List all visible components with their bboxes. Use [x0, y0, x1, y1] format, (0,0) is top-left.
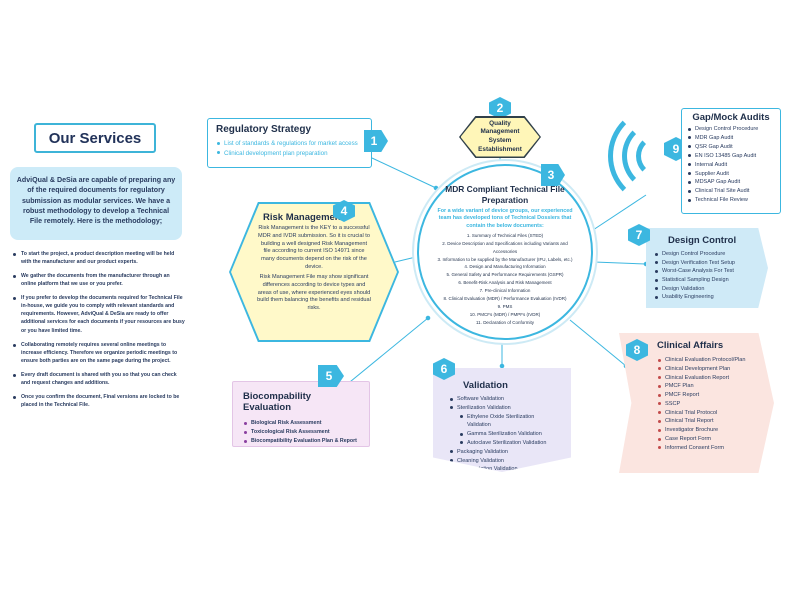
- risk-paragraph: Risk Management is the KEY to a successf…: [258, 225, 370, 271]
- validation-list: Software Validation Sterilization Valida…: [449, 395, 555, 472]
- list-item: 10. PMCFs (MDR) / PMPFs (IVDR): [469, 311, 541, 317]
- list-item: QSR Gap Audit: [687, 143, 775, 152]
- gap-audits-title: Gap/Mock Audits: [692, 112, 770, 123]
- list-item: Internal Audit: [687, 161, 775, 170]
- regulatory-strategy-card: Regulatory Strategy List of standards & …: [207, 118, 372, 168]
- list-item: 8. Clinical Evaluation (MDR) / Performan…: [443, 295, 567, 301]
- list-item: 11. Declaration of Conformity: [476, 319, 534, 325]
- qms-card: Quality Management System Establishment: [460, 117, 540, 157]
- list-item: Usability Engineering: [654, 293, 760, 302]
- list-item: Gamma Sterilization Validation: [459, 430, 555, 439]
- step-number-badge: 8: [626, 339, 648, 361]
- list-item: Toxicological Risk Assessment: [243, 428, 359, 437]
- list-item: Clinical Evaluation Report: [657, 374, 754, 383]
- methodology-step: To start the project, a product descript…: [12, 250, 186, 266]
- list-item: Autoclave Sterilization Validation: [459, 439, 555, 448]
- list-item: 7. Pre-clinical Information: [479, 288, 531, 294]
- step-number-badge: 3: [541, 164, 565, 186]
- validation-title: Validation: [463, 380, 508, 391]
- list-item: MDSAP Gap Audit: [687, 178, 775, 187]
- list-item: 2. Device Description and Specifications…: [442, 240, 568, 254]
- list-item: Design Validation: [654, 285, 760, 294]
- risk-management-title: Risk Management: [263, 212, 344, 223]
- list-item: Clinical Evaluation Protocol/Plan: [657, 356, 754, 365]
- step-number-badge: 1: [364, 130, 388, 152]
- mdr-title: MDR Compliant Technical File Preparation: [445, 184, 565, 205]
- list-item: Software Validation: [449, 395, 555, 404]
- gap-audits-list: Design Control Procedure MDR Gap Audit Q…: [687, 125, 775, 205]
- list-item: Case Report Form: [657, 435, 754, 444]
- risk-management-card: Risk Management Risk Management is the K…: [231, 204, 397, 340]
- mdr-subtitle: For a wide variant of device groups, our…: [437, 208, 573, 229]
- mdr-document-list: 1. Summary of Technical Files (STED) 2. …: [431, 232, 579, 327]
- clinical-affairs-list: Clinical Evaluation Protocol/Plan Clinic…: [657, 356, 754, 453]
- list-item: 6. Benefit-Risk Analysis and Risk Manage…: [458, 280, 552, 286]
- list-item: Technical File Review: [687, 196, 775, 205]
- list-item: 3. Information to be supplied by the Man…: [437, 256, 573, 262]
- design-control-title: Design Control: [668, 235, 737, 246]
- list-item: Design Control Procedure: [687, 125, 775, 134]
- list-item: Biocompatibility Evaluation Plan & Repor…: [243, 437, 359, 446]
- gap-audits-card: Gap/Mock Audits Design Control Procedure…: [681, 108, 781, 214]
- step-number-badge: 2: [489, 97, 511, 119]
- page-title: Our Services: [34, 123, 156, 153]
- list-item: Investigator Brochure: [657, 426, 754, 435]
- design-control-list: Design Control Procedure Design Verifica…: [654, 250, 760, 302]
- list-item: Statistical Sampling Design: [654, 276, 760, 285]
- biocompatibility-title: Biocompability Evaluation: [243, 391, 312, 413]
- list-item: 1. Summary of Technical Files (STED): [466, 232, 544, 238]
- methodology-step: Every draft document is shared with you …: [12, 371, 186, 387]
- list-item: MDR Gap Audit: [687, 134, 775, 143]
- step-number-badge: 4: [333, 200, 355, 222]
- list-item: SSCP: [657, 400, 754, 409]
- methodology-list: To start the project, a product descript…: [12, 250, 186, 415]
- list-item: 4. Design and Manufacturing Information: [464, 264, 546, 270]
- methodology-step: We gather the documents from the manufac…: [12, 272, 186, 288]
- list-item: Design Control Procedure: [654, 250, 760, 259]
- list-item: Packaging Validation: [449, 448, 555, 457]
- list-item: 5. General Safety and Performance Requir…: [446, 272, 564, 278]
- list-item: Sterilization Validation: [449, 404, 555, 413]
- list-item: Worst-Case Analysis For Test: [654, 267, 760, 276]
- list-item: Clinical Trial Site Audit: [687, 187, 775, 196]
- methodology-step: Once you confirm the document, Final ver…: [12, 393, 186, 409]
- list-item: PMCF Report: [657, 391, 754, 400]
- clinical-affairs-title: Clinical Affairs: [657, 340, 724, 351]
- methodology-step: If you prefer to develop the documents r…: [12, 294, 186, 334]
- list-item: Clinical Development Plan: [657, 365, 754, 374]
- regulatory-strategy-title: Regulatory Strategy: [216, 124, 312, 135]
- methodology-step: Collaborating remotely requires several …: [12, 341, 186, 365]
- list-item: List of standards & regulations for mark…: [216, 139, 363, 149]
- list-item: Clinical Trial Report: [657, 417, 754, 426]
- step-number-badge: 6: [433, 358, 455, 380]
- design-control-card: Design Control Design Control Procedure …: [646, 228, 768, 308]
- biocompatibility-list: Biological Risk Assessment Toxicological…: [243, 419, 359, 446]
- list-item: Design Verification Test Setup: [654, 259, 760, 268]
- list-item: 9. PMS: [497, 303, 513, 309]
- list-item: Cleaning Validation: [449, 457, 555, 466]
- mdr-technical-file-circle: MDR Compliant Technical File Preparation…: [417, 164, 593, 340]
- list-item: Supplier Audit: [687, 170, 775, 179]
- validation-card: Validation Software Validation Steriliza…: [433, 368, 571, 472]
- step-number-badge: 5: [318, 365, 344, 387]
- list-item: Ethylene Oxide Sterilization Validation: [459, 413, 555, 431]
- list-item: Clinical development plan preparation: [216, 149, 363, 159]
- list-item: EN ISO 13485 Gap Audit: [687, 152, 775, 161]
- step-number-badge: 7: [628, 224, 650, 246]
- list-item: Biological Risk Assessment: [243, 419, 359, 428]
- list-item: Clinical Trial Protocol: [657, 409, 754, 418]
- regulatory-list: List of standards & regulations for mark…: [216, 139, 363, 158]
- list-item: Informed Consent Form: [657, 444, 754, 453]
- intro-text: AdviQual & DeSia are capable of preparin…: [10, 167, 182, 240]
- list-item: PMCF Plan: [657, 382, 754, 391]
- risk-paragraph: Risk Management File may show significan…: [257, 273, 371, 312]
- biocompatibility-card: Biocompability Evaluation Biological Ris…: [232, 381, 370, 447]
